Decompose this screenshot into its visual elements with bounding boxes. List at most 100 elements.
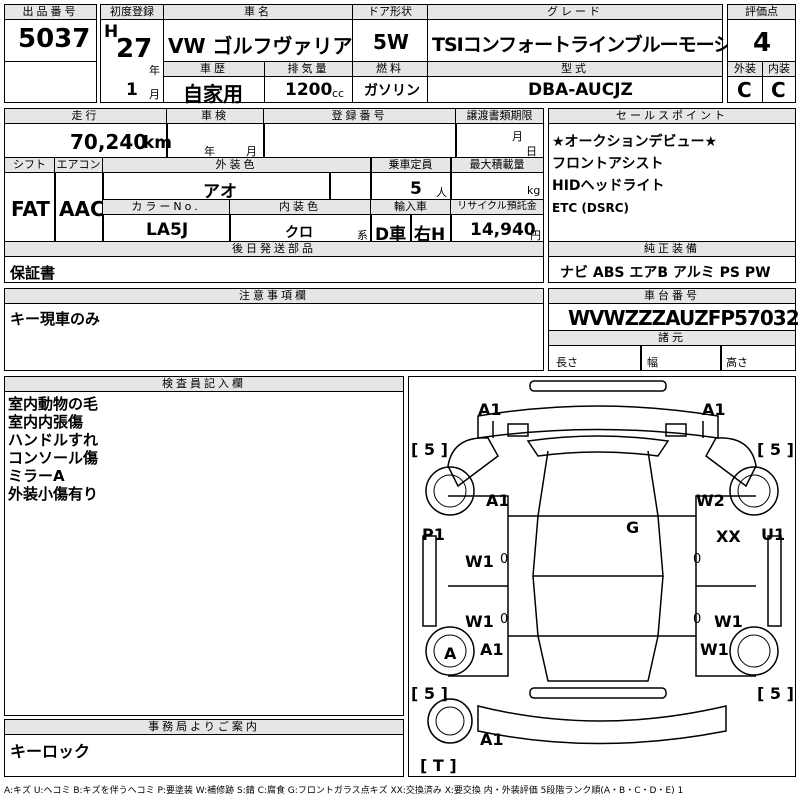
car-diagram xyxy=(422,380,782,745)
first-reg-header: 初度登録 xyxy=(100,4,164,20)
mark-front-left: A1 xyxy=(478,400,502,419)
inspector-item: ハンドルすれ xyxy=(8,431,99,449)
mark-top-left-5: [ 5 ] xyxy=(411,440,448,459)
steering: 右H xyxy=(414,225,446,245)
interior-grade: C xyxy=(771,78,786,102)
legend: A:キズ U:ヘコミ B:キズを伴うヘコミ P:要塗装 W:補修跡 S:錆 C:… xyxy=(4,786,684,796)
int-color-unit: 系 xyxy=(357,229,368,242)
chassis-header: 車台番号 xyxy=(548,288,796,304)
mark-left-side: P1 xyxy=(422,525,445,544)
load-unit: kg xyxy=(527,184,541,197)
inspector-item: 室内動物の毛 xyxy=(8,395,99,413)
transfer-month-unit: 月 xyxy=(512,130,523,143)
recycle-header: リサイクル預託金 xyxy=(450,199,544,215)
mark-right-side: U1 xyxy=(761,525,786,544)
dims-header: 諸元 xyxy=(548,330,796,346)
reg-no-header: 登録番号 xyxy=(263,108,456,124)
transfer-header: 譲渡書類期限 xyxy=(455,108,544,124)
year-unit: 年 xyxy=(149,64,160,77)
mark-bottom-left-5: [ 5 ] xyxy=(411,684,448,703)
inspector-item: ミラーA xyxy=(8,467,65,485)
month-unit: 月 xyxy=(149,88,160,101)
width-label: 幅 xyxy=(647,356,658,369)
load-header: 最大積載量 xyxy=(450,157,544,173)
height-label: 高さ xyxy=(726,356,748,369)
ac-header: エアコン xyxy=(54,157,103,173)
lot-number-header: 出品番号 xyxy=(4,4,97,20)
selling-item: フロントアシスト xyxy=(552,156,664,172)
shift-header: シフト xyxy=(4,157,55,173)
inspector-header: 検査員記入欄 xyxy=(4,376,404,392)
mark-right-rear-zero: 0 xyxy=(693,612,702,627)
mark-left-door-front: W1 xyxy=(465,552,494,571)
color-header: 外装色 xyxy=(102,157,371,173)
mileage-header: 走行 xyxy=(4,108,167,124)
car-name-header: 車名 xyxy=(163,4,353,20)
reg-year: 27 xyxy=(116,34,153,64)
mark-rear-left: A1 xyxy=(480,640,504,659)
recycle-unit: 円 xyxy=(530,229,541,242)
inspector-list: 室内動物の毛 室内内張傷 ハンドルすれ コンソール傷 ミラーA 外装小傷有り xyxy=(8,395,98,503)
exterior-grade: C xyxy=(737,78,752,102)
model-header: 型式 xyxy=(427,61,723,77)
int-color: クロ xyxy=(285,225,313,241)
notes-header: 注意事項欄 xyxy=(4,288,544,304)
shift: FAT xyxy=(11,197,50,221)
capacity: 5 xyxy=(410,179,422,199)
lot-number-extra xyxy=(4,61,97,103)
mark-left-rear-zero: 0 xyxy=(500,612,509,627)
inspector-item: コンソール傷 xyxy=(8,449,99,467)
notes: キー現車のみ xyxy=(10,310,101,328)
length-label: 長さ xyxy=(556,356,578,369)
era: H xyxy=(104,22,119,42)
dims-sep-2 xyxy=(720,345,722,371)
door-type: 5W xyxy=(373,30,409,54)
inspector-item: 室内内張傷 xyxy=(8,413,84,431)
selling-item: ETC (DSRC) xyxy=(552,201,629,215)
selling-item: HIDヘッドライト xyxy=(552,178,665,194)
selling-header: セールスポイント xyxy=(548,108,796,124)
score: 4 xyxy=(753,28,772,58)
later-header: 後日発送部品 xyxy=(4,241,544,257)
mark-left-door-zero: 0 xyxy=(500,552,509,567)
mark-top-right-5: [ 5 ] xyxy=(757,440,794,459)
mark-right-door: XX xyxy=(716,527,741,546)
capacity-header: 乗車定員 xyxy=(370,157,451,173)
later-parts: 保証書 xyxy=(10,264,56,282)
mark-front-right: A1 xyxy=(702,400,726,419)
mark-rear-bumper: A1 xyxy=(480,730,504,749)
capacity-unit: 人 xyxy=(436,186,447,199)
reg-month: 1 xyxy=(126,80,138,100)
inspection-header: 車検 xyxy=(166,108,264,124)
mark-bottom-right-5: [ 5 ] xyxy=(757,684,794,703)
color-sep xyxy=(329,172,331,200)
mark-left-door-rear: W1 xyxy=(465,612,494,631)
history-header: 車歴 xyxy=(163,61,265,77)
equipment-header: 純正装備 xyxy=(548,241,796,257)
int-color-header: 内装色 xyxy=(229,199,371,215)
import-header: 輸入車 xyxy=(370,199,451,215)
mark-rear-right: W1 xyxy=(700,640,729,659)
fuel: ガソリン xyxy=(364,83,420,99)
first-reg-box xyxy=(100,4,164,103)
grade-header: グレード xyxy=(427,4,723,20)
insp-month-unit: 月 xyxy=(246,145,257,158)
import-type: D車 xyxy=(375,225,407,245)
grade: TSIコンフォートラインブルーモーション xyxy=(432,34,768,56)
interior-header: 内装 xyxy=(762,61,796,77)
mark-left-fender: A1 xyxy=(486,491,510,510)
ac: AAC xyxy=(59,197,105,221)
exterior-color: アオ xyxy=(203,182,237,202)
mileage: 70,240 xyxy=(70,130,148,154)
equipment: ナビ ABS エアB アルミ PS PW xyxy=(560,265,771,281)
inspector-box xyxy=(4,376,404,716)
mark-spare: [ T ] xyxy=(420,756,457,775)
selling-list: ★オークションデビュー★ フロントアシスト HIDヘッドライト ETC (DSR… xyxy=(552,131,717,219)
score-header: 評価点 xyxy=(727,4,796,20)
history: 自家用 xyxy=(183,82,243,106)
color-no-header: カラーNo. xyxy=(102,199,230,215)
import-sep xyxy=(410,215,412,242)
exterior-header: 外装 xyxy=(727,61,763,77)
office-note: キーロック xyxy=(10,742,91,761)
mark-tire-a: A xyxy=(444,644,457,663)
